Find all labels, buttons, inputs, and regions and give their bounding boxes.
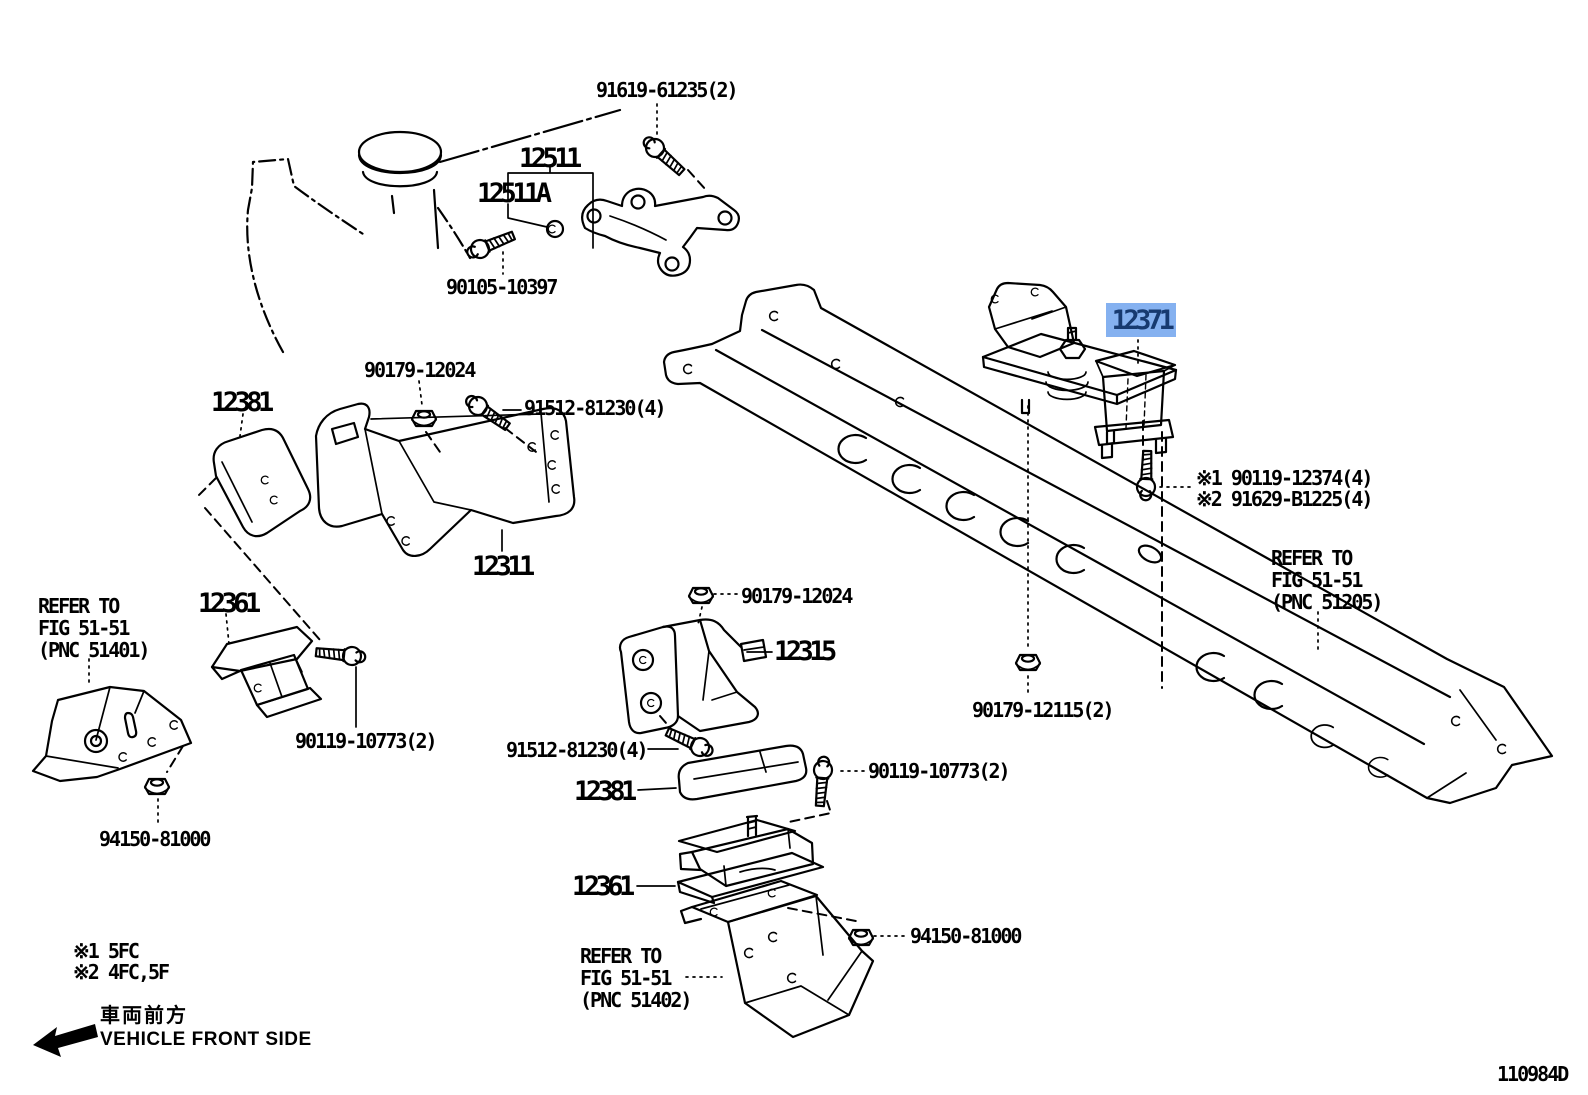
engine-outline [246,108,622,354]
callout-90119-10773-left[interactable]: 90119-10773(2) [295,729,438,753]
callout-91629-b1225-note2[interactable]: ※2 91629-B1225(4) [1196,487,1373,511]
insulator-12361-lower-drawing [676,814,825,905]
bracket-12511-drawing [463,131,740,277]
insulator-12361-upper-drawing [210,625,368,719]
callout-12361-lower[interactable]: 12361 [572,871,635,902]
callout-91512-81230-mid[interactable]: 91512-81230(4) [506,738,649,762]
callout-91619-61235[interactable]: 91619-61235(2) [596,78,739,102]
callout-90179-12024-mid[interactable]: 90179-12024 [741,584,853,608]
bracket-12311-drawing [314,389,576,557]
callout-90119-12374-note1[interactable]: ※1 90119-12374(4) [1196,466,1373,490]
crossmember-drawing [662,283,1554,805]
callout-12311[interactable]: 12311 [472,551,535,582]
pad-12381-mid-drawing [677,744,835,823]
callout-12315[interactable]: 12315 [774,636,837,667]
refer-fig-51402: REFER TO FIG 51-51 (PNC 51402) [580,944,692,1012]
vehicle-front-arrow [33,1024,98,1057]
bracket-51402-drawing [679,879,875,1039]
left-mount-bracket-drawing [31,685,193,796]
footnote-1: ※1 5FC [73,939,140,963]
footnote-2: ※2 4FC,5F [73,960,170,984]
callout-90179-12115[interactable]: 90179-12115(2) [972,698,1115,722]
vehicle-front-label-en: VEHICLE FRONT SIDE [100,1029,312,1050]
callout-94150-81000-left[interactable]: 94150-81000 [99,827,211,851]
part-number-12371: 12371 [1111,304,1175,336]
bracket-12315-drawing [618,586,768,762]
callout-12381-mid[interactable]: 12381 [574,776,637,807]
callout-90179-12024-upper[interactable]: 90179-12024 [364,358,476,382]
vehicle-front-label-jp: 車両前方 [100,1003,188,1027]
refer-fig-51401: REFER TO FIG 51-51 (PNC 51401) [38,594,150,662]
callout-90119-10773-mid[interactable]: 90119-10773(2) [868,759,1011,783]
callout-12511a[interactable]: 12511A [477,178,552,209]
leader-lines [88,103,1319,978]
pad-12381-upper-drawing [195,427,321,641]
callout-94150-81000-lower[interactable]: 94150-81000 [910,924,1022,948]
callout-12381-upper[interactable]: 12381 [211,387,274,418]
callout-12361-upper[interactable]: 12361 [198,588,261,619]
callout-90105-10397[interactable]: 90105-10397 [446,275,558,299]
figure-code: 110984D [1497,1062,1569,1086]
refer-fig-51205: REFER TO FIG 51-51 (PNC 51205) [1271,546,1383,614]
callout-12511[interactable]: 12511 [519,143,582,174]
callout-12371-highlighted[interactable]: 12371 [1106,303,1176,337]
rear-mount-12371-drawing [981,281,1178,689]
callout-91512-81230-upper[interactable]: 91512-81230(4) [524,396,667,420]
